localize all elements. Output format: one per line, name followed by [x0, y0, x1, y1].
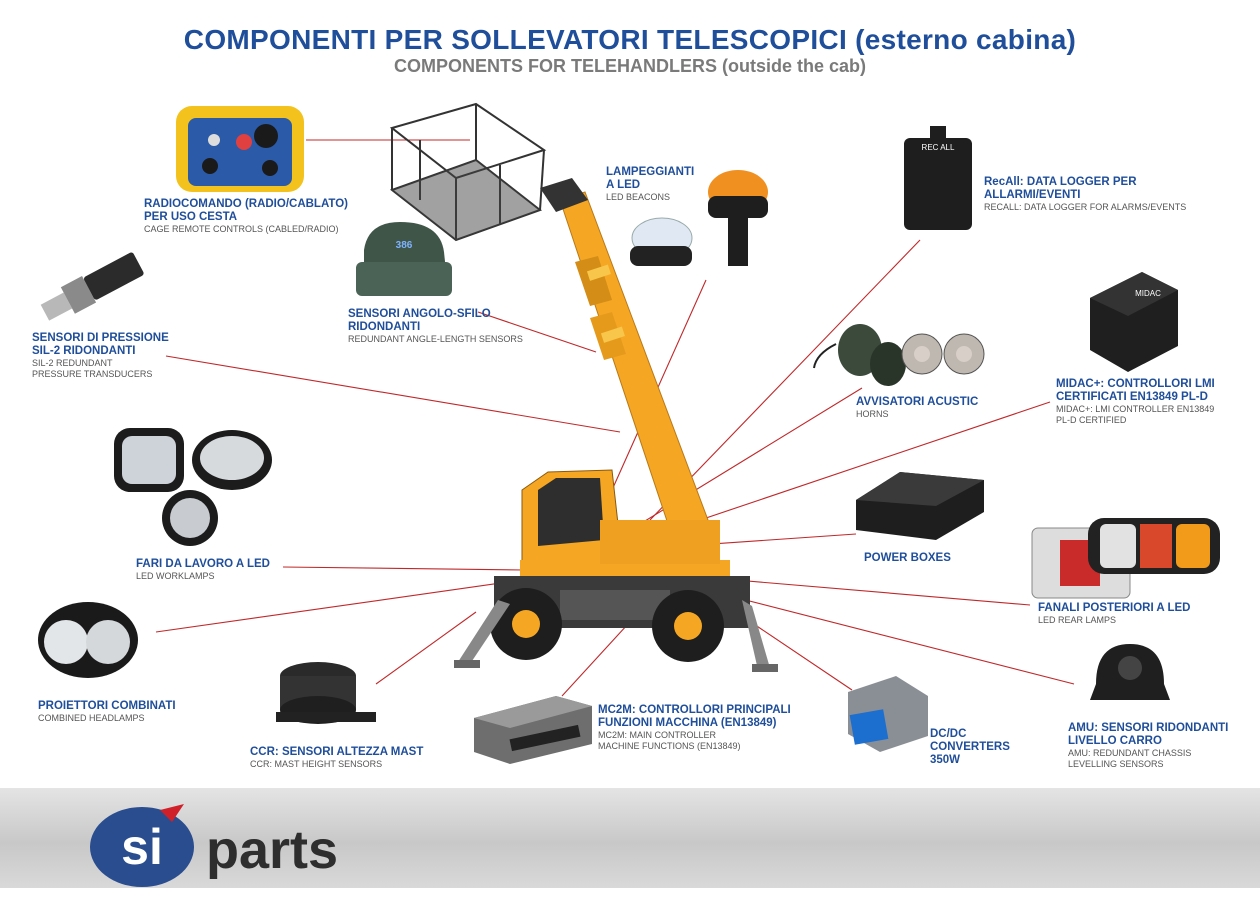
- label-mc2m: MC2M: CONTROLLORI PRINCIPALI FUNZIONI MA…: [598, 704, 791, 752]
- label-headlamps: PROIETTORI COMBINATI COMBINED HEADLAMPS: [38, 700, 176, 724]
- leader-mc2m: [561, 623, 629, 697]
- label-midac-en-1: MIDAC+: LMI CONTROLLER EN13849: [1056, 404, 1215, 414]
- leader-beacons: [611, 279, 707, 491]
- midac-controller-image: MIDAC: [1090, 272, 1178, 372]
- label-rearlamps-it: FANALI POSTERIORI A LED: [1038, 602, 1191, 614]
- label-radio-it-1: RADIOCOMANDO (RADIO/CABLATO): [144, 198, 349, 210]
- label-ccr-en: CCR: MAST HEIGHT SENSORS: [250, 759, 383, 769]
- label-mc2m-it-1: MC2M: CONTROLLORI PRINCIPALI: [598, 704, 791, 716]
- label-mc2m-it-2: FUNZIONI MACCHINA (EN13849): [598, 717, 777, 729]
- label-headlamps-en: COMBINED HEADLAMPS: [38, 713, 145, 723]
- label-angle-it-2: RIDONDANTI: [348, 321, 421, 333]
- label-mc2m-en-2: MACHINE FUNCTIONS (EN13849): [598, 741, 741, 751]
- angle-sensor-image: 386: [356, 222, 452, 296]
- label-dcdc-it-1: DC/DC: [930, 728, 967, 740]
- label-radio-it-2: PER USO CESTA: [144, 211, 238, 223]
- label-headlamps-it: PROIETTORI COMBINATI: [38, 700, 176, 712]
- label-recall-it-1: RecAll: DATA LOGGER PER: [984, 176, 1137, 188]
- label-worklamps-en: LED WORKLAMPS: [136, 571, 215, 581]
- label-pressure-en-1: SIL-2 REDUNDANT: [32, 358, 113, 368]
- leader-headlamps: [155, 577, 537, 633]
- label-pressure-en-2: PRESSURE TRANSDUCERS: [32, 369, 153, 379]
- ccr-sensor-image: [276, 662, 376, 724]
- amu-sensor-image: [1090, 644, 1170, 700]
- angle-sensor-brand: 386: [396, 240, 413, 251]
- page-title: COMPONENTI PER SOLLEVATORI TELESCOPICI (…: [183, 24, 1077, 55]
- label-rearlamps: FANALI POSTERIORI A LED LED REAR LAMPS: [1038, 602, 1191, 626]
- leader-angle: [477, 311, 597, 353]
- label-dcdc-it-2: CONVERTERS: [930, 741, 1010, 753]
- power-boxes-image: [856, 472, 984, 540]
- leader-amu: [721, 593, 1075, 685]
- recall-logger-image: REC ALL: [904, 126, 972, 230]
- label-amu-en-2: LEVELLING SENSORS: [1068, 759, 1164, 769]
- leader-horns: [613, 387, 863, 541]
- label-midac-it-1: MIDAC+: CONTROLLORI LMI: [1056, 378, 1215, 390]
- label-horns-it: AVVISATORI ACUSTIC: [856, 396, 979, 408]
- label-angle-en: REDUNDANT ANGLE-LENGTH SENSORS: [348, 334, 523, 344]
- worklamps-image: [114, 428, 272, 546]
- label-beacons-it-1: LAMPEGGIANTI: [606, 166, 695, 178]
- label-rearlamps-en: LED REAR LAMPS: [1038, 615, 1117, 625]
- label-amu-it-2: LIVELLO CARRO: [1068, 735, 1162, 747]
- rear-lamps-image: [1031, 518, 1220, 599]
- label-recall-it-2: ALLARMI/EVENTI: [984, 189, 1081, 201]
- label-beacons: LAMPEGGIANTI A LED LED BEACONS: [606, 166, 694, 203]
- logo-si: si: [121, 819, 163, 875]
- dcdc-converter-image: [848, 676, 928, 752]
- leader-pressure: [165, 355, 621, 433]
- label-radio-en: CAGE REMOTE CONTROLS (CABLED/RADIO): [144, 224, 339, 234]
- horns-image: [813, 324, 985, 386]
- telehandler-illustration: [389, 102, 778, 672]
- footer-band: [0, 788, 1260, 888]
- label-pressure-it-1: SENSORI DI PRESSIONE: [32, 332, 169, 344]
- pressure-sensor-image: [40, 252, 144, 321]
- label-mc2m-en-1: MC2M: MAIN CONTROLLER: [598, 730, 717, 740]
- label-ccr-it: CCR: SENSORI ALTEZZA MAST: [250, 746, 424, 758]
- label-worklamps-it: FARI DA LAVORO A LED: [136, 558, 270, 570]
- label-amu-en-1: AMU: REDUNDANT CHASSIS: [1068, 748, 1192, 758]
- label-worklamps: FARI DA LAVORO A LED LED WORKLAMPS: [136, 558, 270, 582]
- label-powerbox-it: POWER BOXES: [864, 552, 951, 564]
- headlamp-image: [38, 602, 138, 678]
- label-midac-en-2: PL-D CERTIFIED: [1056, 415, 1127, 425]
- label-powerbox: POWER BOXES: [864, 552, 951, 565]
- label-radio: RADIOCOMANDO (RADIO/CABLATO) PER USO CES…: [144, 198, 348, 235]
- label-amu: AMU: SENSORI RIDONDANTI LIVELLO CARRO AM…: [1068, 722, 1228, 770]
- label-angle: SENSORI ANGOLO-SFILO RIDONDANTI REDUNDAN…: [348, 308, 523, 345]
- leader-rearlamps: [711, 577, 1031, 606]
- label-angle-it-1: SENSORI ANGOLO-SFILO: [348, 308, 491, 320]
- label-amu-it-1: AMU: SENSORI RIDONDANTI: [1068, 722, 1229, 734]
- logo-parts: parts: [206, 820, 338, 880]
- leader-ccr: [375, 611, 477, 685]
- label-midac-it-2: CERTIFICATI EN13849 PL-D: [1056, 391, 1208, 403]
- page-subtitle: COMPONENTS FOR TELEHANDLERS (outside the…: [393, 56, 867, 76]
- leader-recall: [649, 239, 921, 521]
- label-beacons-en: LED BEACONS: [606, 192, 671, 202]
- mc2m-controller-image: [474, 696, 592, 764]
- label-dcdc: DC/DC CONVERTERS 350W: [930, 728, 1010, 767]
- led-beacons-image: [630, 170, 768, 266]
- siparts-logo: si parts: [90, 804, 338, 887]
- label-pressure: SENSORI DI PRESSIONE SIL-2 RIDONDANTI SI…: [32, 332, 169, 380]
- label-ccr: CCR: SENSORI ALTEZZA MAST CCR: MAST HEIG…: [250, 746, 423, 770]
- recall-brand: REC ALL: [922, 143, 955, 152]
- label-dcdc-it-3: 350W: [930, 754, 961, 766]
- label-horns-en: HORNS: [856, 409, 889, 419]
- radio-remote-image: [176, 106, 304, 192]
- label-beacons-it-2: A LED: [606, 179, 641, 191]
- midac-brand: MIDAC: [1135, 289, 1161, 298]
- label-horns: AVVISATORI ACUSTIC HORNS: [856, 396, 978, 420]
- leader-worklamps: [282, 566, 525, 571]
- label-pressure-it-2: SIL-2 RIDONDANTI: [32, 345, 136, 357]
- label-midac: MIDAC+: CONTROLLORI LMI CERTIFICATI EN13…: [1056, 378, 1215, 426]
- label-recall: RecAll: DATA LOGGER PER ALLARMI/EVENTI R…: [984, 176, 1186, 213]
- label-recall-en: RecAll: DATA LOGGER FOR ALARMS/EVENTS: [984, 202, 1187, 212]
